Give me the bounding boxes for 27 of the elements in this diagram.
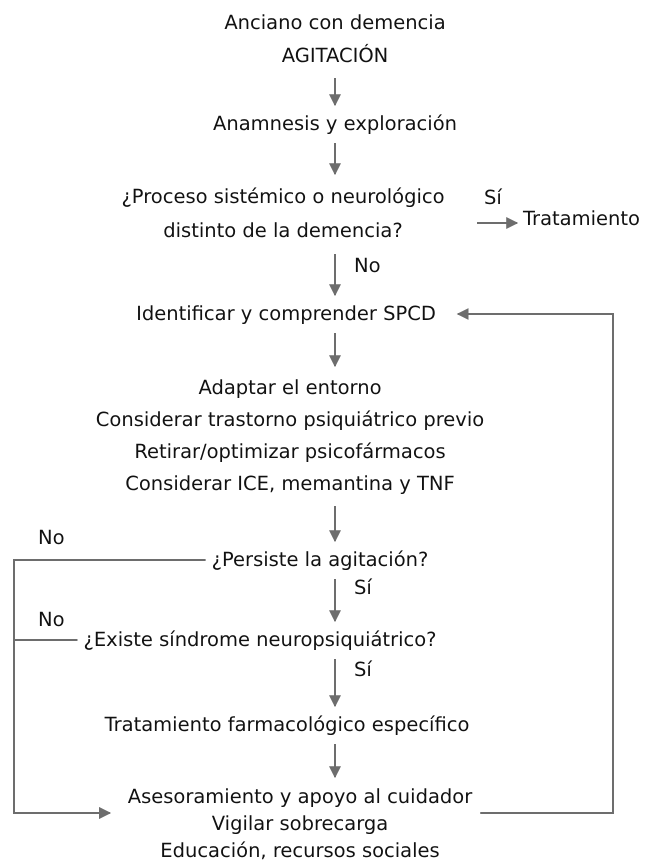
arrow xyxy=(329,143,341,176)
arrow xyxy=(477,217,518,229)
step-text: Retirar/optimizar psicofármacos xyxy=(133,439,447,465)
step-text: Educación, recursos sociales xyxy=(159,838,441,862)
arrow xyxy=(329,254,341,296)
arrow xyxy=(13,639,111,819)
arrow xyxy=(456,308,614,814)
arrow xyxy=(329,579,341,622)
step-text: Vigilar sobrecarga xyxy=(210,811,390,837)
step-text: ¿Proceso sistémico o neurológico distinto de la demencia? xyxy=(120,184,446,244)
step-text: Considerar trastorno psiquiátrico previo xyxy=(96,407,484,433)
step-text: ¿Persiste la agitación? xyxy=(212,547,428,573)
step-text: ¿Existe síndrome neuropsiquiátrico? xyxy=(83,627,437,653)
step-text: Tratamiento farmacológico específico xyxy=(104,712,470,738)
step-text: Anamnesis y exploración xyxy=(213,111,457,137)
step-text: Tratamiento xyxy=(523,206,640,232)
step-text: Asesoramiento y apoyo al cuidador xyxy=(128,784,472,810)
arrow xyxy=(329,744,341,778)
step-text: Adaptar el entorno xyxy=(197,375,383,401)
arrow xyxy=(329,333,341,368)
step-text: Identificar y comprender SPCD xyxy=(136,301,436,327)
step-text: Anciano con demencia xyxy=(224,10,446,36)
arrow xyxy=(329,659,341,708)
step-text: Considerar ICE, memantina y TNF xyxy=(124,471,456,497)
arrow xyxy=(329,506,341,542)
arrow xyxy=(329,78,341,106)
step-text: AGITACIÓN xyxy=(280,42,390,69)
